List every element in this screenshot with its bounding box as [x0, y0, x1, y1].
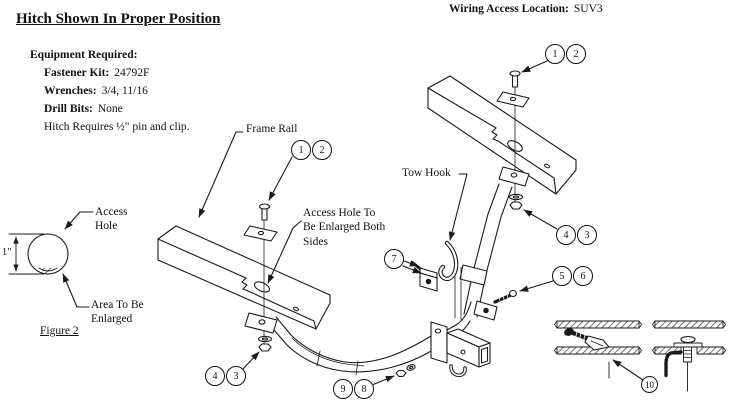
receiver-tube: [430, 321, 491, 378]
drill-bits-label: Drill Bits:: [44, 103, 93, 115]
callout-right-nut-4: 4: [556, 225, 576, 245]
equipment-fastener-kit: Fastener Kit: 24792F: [44, 67, 149, 81]
figure2-area-label: Area To Be Enlarged: [91, 299, 144, 326]
right-bolt-assembly: [496, 70, 530, 210]
frame-rail-left: [157, 225, 331, 330]
callout-right-nut-3: 3: [577, 225, 597, 245]
wiring-access-location: Wiring Access Location: SUV3: [449, 3, 603, 17]
equipment-drill-bits: Drill Bits: None: [44, 103, 123, 117]
equipment-wrenches: Wrenches: 3/4, 11/16: [44, 85, 148, 99]
callout-left-rail-2: 2: [312, 140, 332, 160]
callout-side-bolt-5: 5: [552, 266, 572, 286]
frame-rail-right: [427, 75, 577, 195]
fastener-kit-value: 24792F: [114, 67, 150, 79]
callout-left-nut-4: 4: [205, 366, 225, 386]
cross-section-right: [652, 320, 726, 392]
figure2-caption: Figure 2: [40, 325, 79, 337]
wiring-access-value: SUV3: [573, 3, 603, 15]
frame-rail-label: Frame Rail: [246, 123, 298, 135]
left-bolt-assembly: [243, 203, 278, 352]
wiring-access-label: Wiring Access Location:: [449, 3, 569, 15]
wrenches-value: 3/4, 11/16: [101, 85, 148, 97]
figure2-drawing: [8, 211, 94, 308]
receiver-nut-drawing: [395, 364, 416, 378]
callout-receiver-8: 8: [354, 379, 374, 399]
callout-left-nut-3: 3: [226, 366, 246, 386]
side-bolt-drawing: [473, 289, 517, 321]
callout-receiver-9: 9: [333, 379, 353, 399]
fastener-kit-label: Fastener Kit:: [44, 67, 110, 79]
cross-section-left: [554, 320, 642, 379]
leader-lines: [198, 60, 644, 386]
wrenches-label: Wrenches:: [44, 85, 97, 97]
callout-side-bolt-6: 6: [573, 266, 593, 286]
tow-hook-drawing: [411, 240, 462, 321]
figure2-access-hole-label: Access Hole: [95, 206, 128, 233]
callout-right-rail-1: 1: [545, 44, 565, 64]
equipment-heading: Equipment Required:: [30, 49, 138, 61]
drill-bits-value: None: [97, 103, 123, 115]
equipment-note: Hitch Requires ½" pin and clip.: [44, 121, 190, 133]
callout-left-rail-1: 1: [291, 140, 311, 160]
callout-hook-7: 7: [384, 249, 404, 269]
figure2-dimension: 1": [2, 247, 12, 258]
tow-hook-label: Tow Hook: [402, 167, 451, 179]
page-title: Hitch Shown In Proper Position: [16, 11, 221, 27]
hitch-bar: [244, 166, 530, 376]
access-hole-note: Access Hole To Be Enlarged Both Sides: [303, 207, 386, 248]
callout-pull-wire-10: 10: [641, 376, 658, 393]
callout-right-rail-2: 2: [566, 44, 586, 64]
